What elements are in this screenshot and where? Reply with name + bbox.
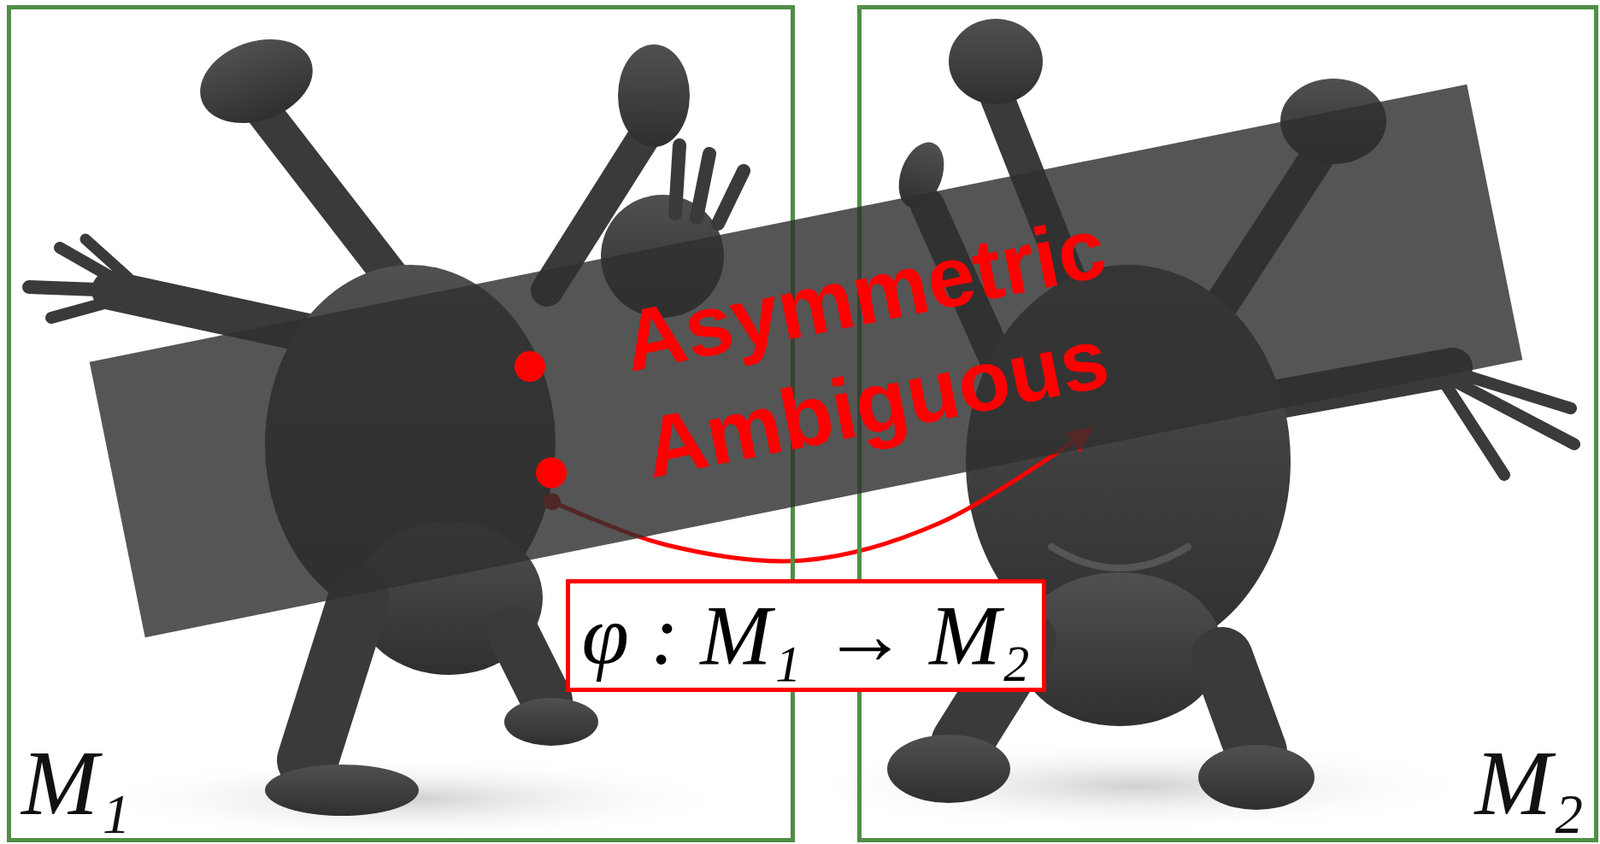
formula-box: φ : M₁ → M₂ <box>565 579 1048 693</box>
property-band: AsymmetricAmbiguous <box>89 84 1524 638</box>
formula-text: φ : M₁ → M₂ <box>582 588 1031 683</box>
mesh-label: M₂ <box>1474 733 1584 836</box>
mesh-label: M₁ <box>21 733 131 836</box>
